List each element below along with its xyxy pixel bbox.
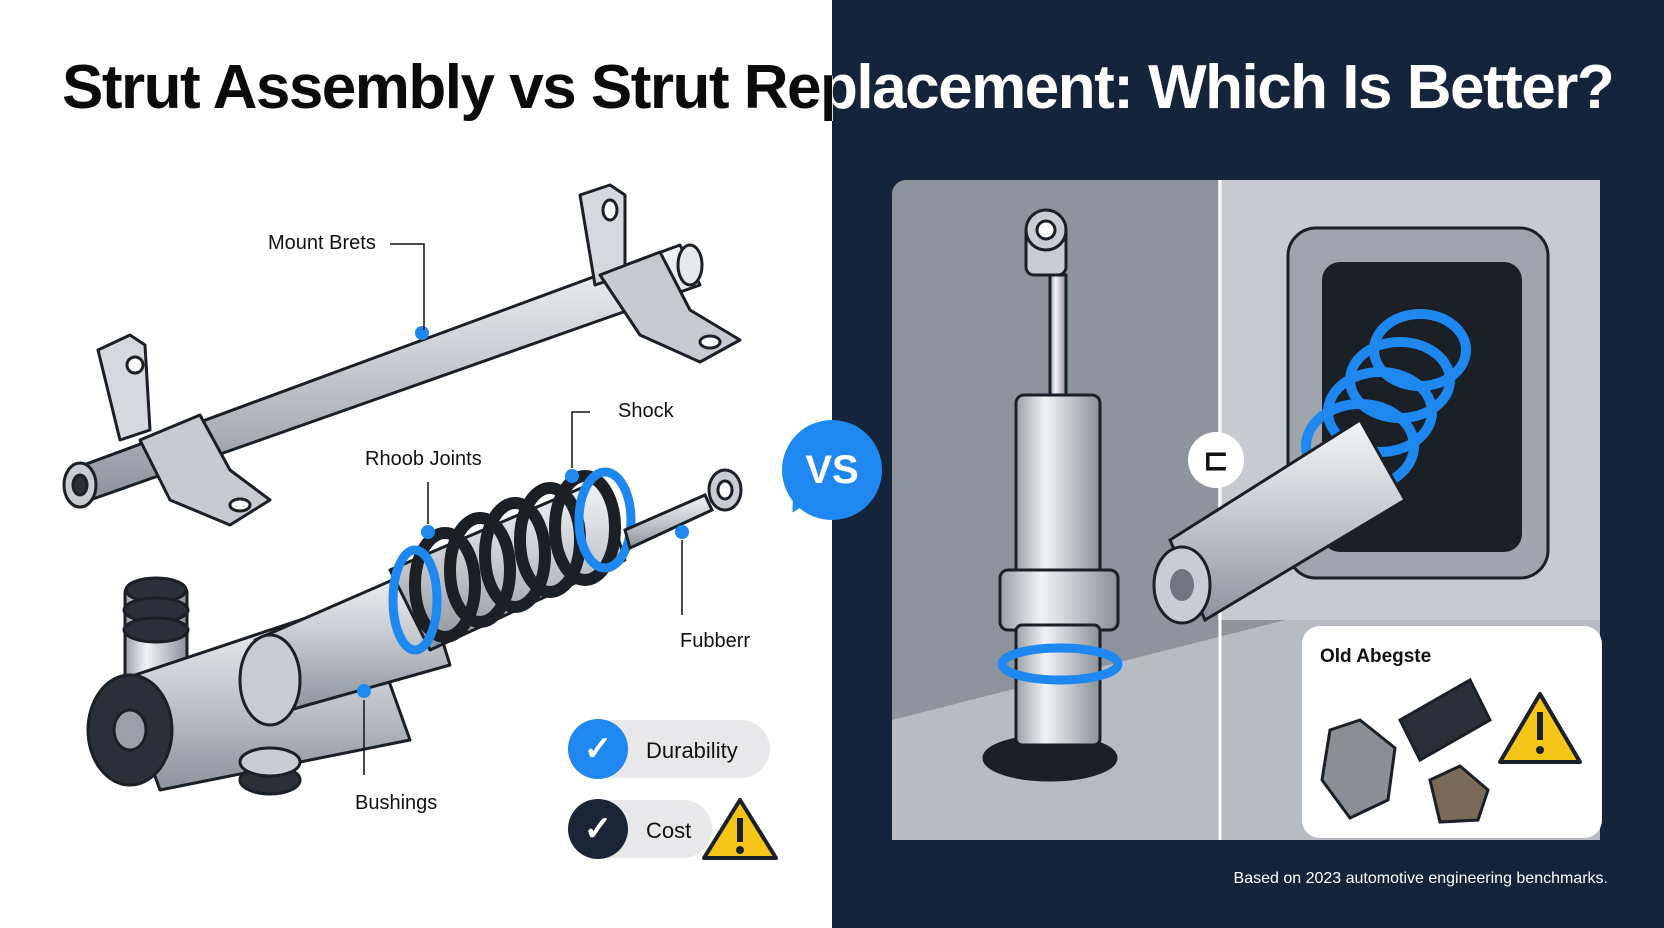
check-icon: ✓ — [568, 799, 628, 859]
label-fubberr: Fubberr — [680, 630, 751, 652]
vs-badge: VS — [782, 420, 882, 520]
label-shock: Shock — [618, 400, 674, 422]
warning-icon-cost — [702, 798, 778, 860]
vertical-strut — [982, 208, 1120, 782]
label-rhoob-joints: Rhoob Joints — [365, 448, 482, 470]
mount-bar — [62, 183, 742, 527]
label-bushings: Bushings — [355, 792, 438, 814]
footnote: Based on 2023 automotive engineering ben… — [1233, 870, 1608, 887]
warning-icon — [1498, 692, 1582, 764]
blue-rings — [388, 467, 636, 655]
callout-dot — [415, 326, 429, 340]
check-icon: ✓ — [568, 719, 628, 779]
connector-badge: ⊏ — [1188, 432, 1244, 488]
label-mount-brets: Mount Brets — [268, 232, 376, 254]
durability-label: Durability — [646, 738, 738, 763]
page-title-overlay: Strut Assembly vs Strut Replacement: Whi… — [62, 53, 1615, 122]
page-title: Strut Assembly vs Strut Replacement: Whi… — [62, 53, 1614, 122]
old-parts-label: Old Abegste — [1320, 646, 1432, 667]
cost-label: Cost — [646, 818, 692, 843]
